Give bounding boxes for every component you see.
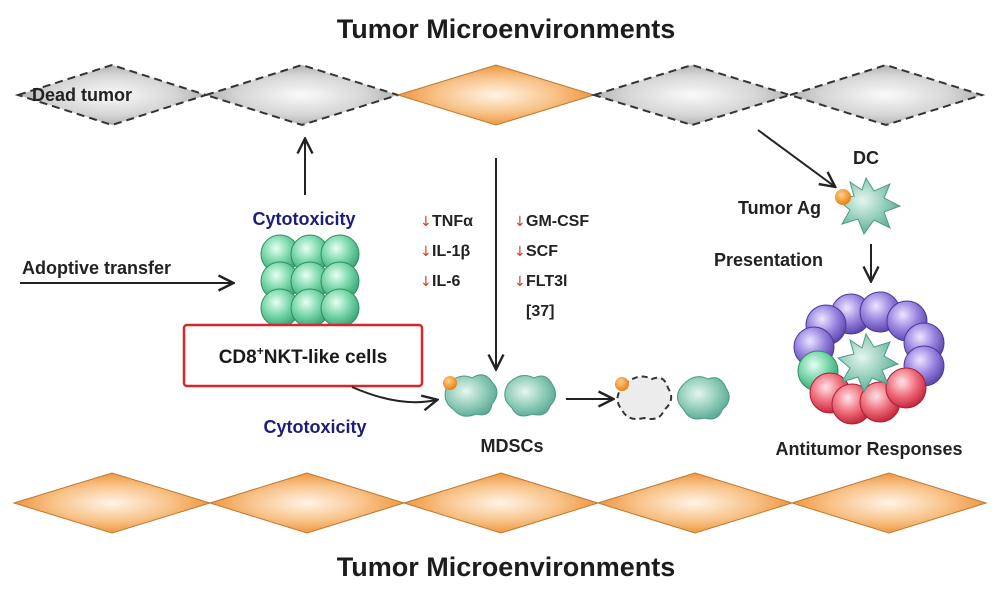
mdsc-cell — [444, 374, 498, 417]
mdscs-label: MDSCs — [480, 436, 543, 456]
cytotoxicity-bottom-label: Cytotoxicity — [263, 417, 366, 437]
cytokine-flt3l: FLT3l — [526, 273, 567, 290]
decrease-arrow-icon: ↓ — [514, 244, 526, 260]
dead-tumor-label: Dead tumor — [32, 85, 132, 105]
tumor-antigen-dot — [615, 377, 629, 391]
red-cell — [885, 367, 927, 409]
tumor-cell — [396, 64, 596, 126]
tumor-cell — [208, 472, 406, 534]
tumor-cell — [596, 472, 794, 534]
decrease-arrow-icon: ↓ — [420, 244, 432, 260]
tumor-antigen-dot — [835, 189, 851, 205]
decrease-arrow-icon: ↓ — [420, 274, 432, 290]
tumor-antigen-dot — [443, 376, 457, 390]
cytokine-list-left: ↓ TNFα ↓ IL-1β ↓ IL-6 — [420, 213, 473, 290]
antitumor-responses-label: Antitumor Responses — [775, 439, 962, 459]
center-dc-shape — [836, 332, 900, 394]
tumor-cell — [790, 472, 988, 534]
dc-star-shape — [836, 176, 902, 236]
title-top: Tumor Microenvironments — [337, 14, 676, 44]
nkt-cell-cluster — [260, 234, 360, 328]
top-tumor-band — [14, 63, 986, 127]
cytokine-il6: IL-6 — [432, 273, 461, 290]
decrease-arrow-icon: ↓ — [420, 214, 432, 230]
arrow-to-dc — [757, 129, 834, 186]
cytokine-list-right: ↓ GM-CSF ↓ SCF ↓ FLT3l [37] — [514, 213, 589, 320]
mdsc-cell — [677, 376, 730, 420]
decrease-arrow-icon: ↓ — [514, 214, 526, 230]
dying-mdsc-cell — [616, 375, 673, 420]
dead-tumor-cell — [590, 63, 794, 127]
reference-label: [37] — [526, 303, 554, 320]
cd8-nkt-box — [182, 323, 424, 388]
tumor-cell — [12, 472, 212, 534]
cytokine-scf: SCF — [526, 243, 558, 260]
decrease-arrow-icon: ↓ — [514, 274, 526, 290]
adoptive-transfer-label: Adoptive transfer — [22, 258, 171, 278]
arrow-to-mdscs — [351, 386, 436, 402]
mdsc-cell — [504, 375, 556, 417]
cytokine-tnfa: TNFα — [432, 213, 473, 230]
bottom-tumor-band — [12, 472, 988, 534]
antitumor-cell-ring — [793, 291, 945, 425]
presentation-label: Presentation — [714, 250, 823, 270]
dead-tumor-cell — [786, 63, 986, 127]
tumor-cell — [402, 472, 600, 534]
dc-label: DC — [853, 148, 879, 168]
dendritic-cell — [835, 176, 902, 236]
dying-mdsc-cells — [615, 375, 730, 420]
cytotoxicity-top-label: Cytotoxicity — [252, 209, 355, 229]
cd8-nkt-label: CD8+NKT-like cells — [219, 344, 388, 368]
cytokine-il1b: IL-1β — [432, 243, 470, 260]
title-bottom: Tumor Microenvironments — [337, 552, 676, 582]
tumor-ag-label: Tumor Ag — [738, 198, 821, 218]
nkt-cell — [320, 288, 360, 328]
dead-tumor-cell — [202, 63, 402, 127]
cytokine-gmcsf: GM-CSF — [526, 213, 589, 230]
mdsc-cells — [443, 374, 556, 417]
